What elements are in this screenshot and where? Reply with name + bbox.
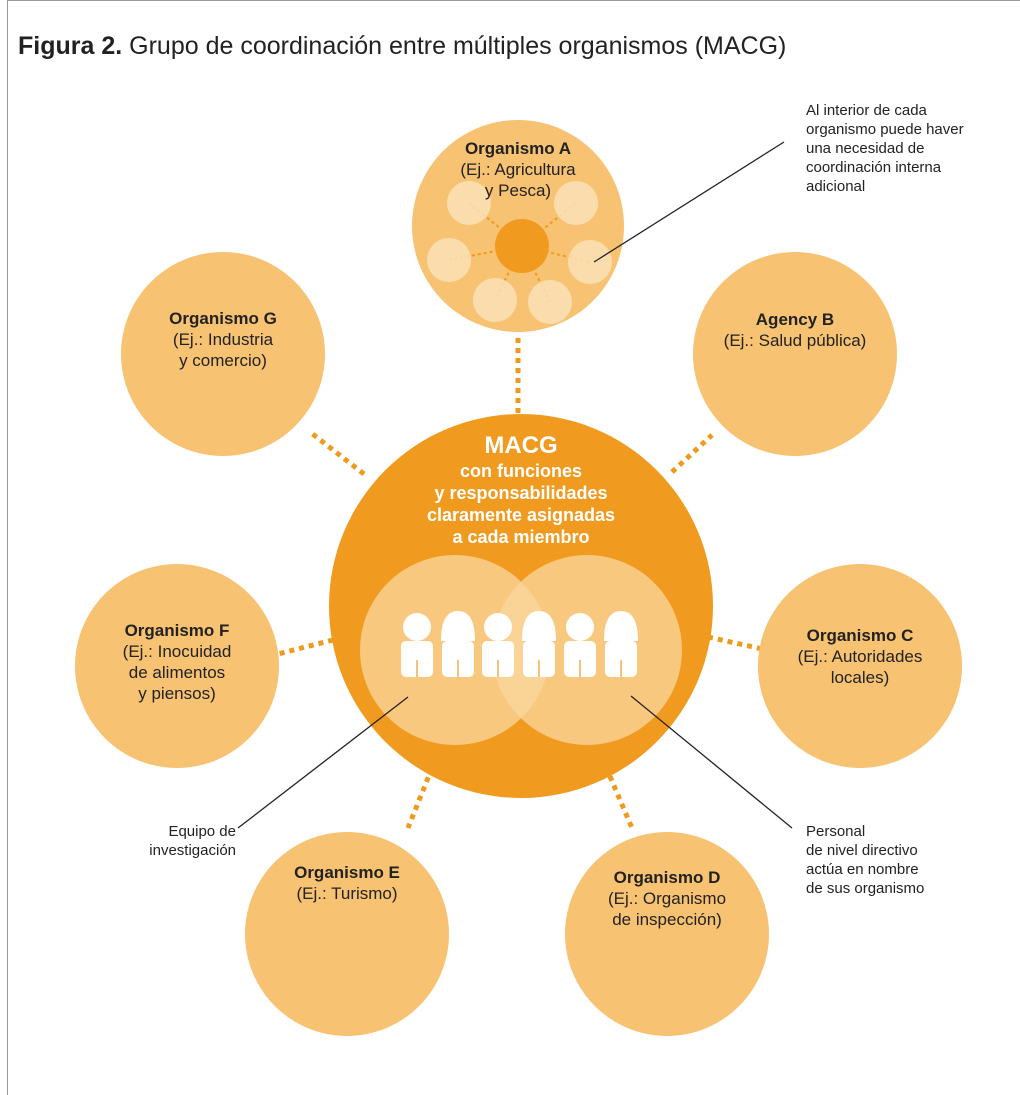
agency-a-label: Organismo A (Ej.: Agricultura y Pesca) xyxy=(418,138,618,201)
agency-circle-f xyxy=(75,564,279,768)
leader-team xyxy=(237,696,409,829)
macg-label: MACG con funciones y responsabilidades c… xyxy=(361,432,681,548)
note-investigation-team: Equipo de investigación xyxy=(149,823,236,859)
agency-f-example: (Ej.: Inocuidad de alimentos y piensos) xyxy=(122,642,232,703)
connector-g xyxy=(308,430,366,476)
agency-c-label: Organismo C (Ej.: Autoridades locales) xyxy=(760,625,960,688)
figure-label: Figura 2. xyxy=(18,32,123,60)
internal-hub xyxy=(495,219,549,273)
leader-internal xyxy=(593,141,785,263)
agency-b-name: Agency B xyxy=(755,310,835,329)
connector-e xyxy=(405,767,435,829)
macg-title: MACG xyxy=(484,432,558,459)
connector-d xyxy=(603,766,635,829)
figure-details xyxy=(416,660,622,677)
agency-g-example: (Ej.: Industria y comercio) xyxy=(172,330,274,370)
macg-subtitle: con funciones y responsabilidades claram… xyxy=(426,461,616,547)
agency-e-name: Organismo E xyxy=(294,863,400,882)
agency-circle-b xyxy=(693,252,897,456)
person-icon xyxy=(401,613,433,677)
agency-circle-c xyxy=(758,564,962,768)
agency-e-label: Organismo E (Ej.: Turismo) xyxy=(257,862,437,904)
person-icon xyxy=(482,613,514,677)
note-internal-coordination: Al interior de cada organismo puede have… xyxy=(806,102,964,195)
leader-staff xyxy=(630,695,793,829)
agency-a-name: Organismo A xyxy=(464,139,572,158)
agency-b-example: (Ej.: Salud pública) xyxy=(723,331,867,350)
figure-title-text: Grupo de coordinación entre múltiples or… xyxy=(129,32,787,60)
agency-b-label: Agency B (Ej.: Salud pública) xyxy=(695,309,895,351)
agency-circle-d xyxy=(565,832,769,1036)
person-female-icon xyxy=(522,611,556,677)
figure-title: Figura 2. Grupo de coordinación entre mú… xyxy=(18,32,786,61)
person-icon xyxy=(564,613,596,677)
person-female-icon xyxy=(604,611,638,677)
figure-frame xyxy=(7,0,1020,1095)
agency-circle-g xyxy=(121,252,325,456)
agency-g-label: Organismo G (Ej.: Industria y comercio) xyxy=(123,308,323,371)
agency-e-example: (Ej.: Turismo) xyxy=(296,884,398,903)
agency-d-label: Organismo D (Ej.: Organismo de inspecció… xyxy=(567,867,767,930)
agency-d-name: Organismo D xyxy=(613,868,721,887)
person-female-icon xyxy=(441,611,475,677)
agency-c-name: Organismo C xyxy=(806,626,914,645)
internal-coordination xyxy=(427,181,612,324)
people-icons xyxy=(401,611,638,677)
note-management-staff: Personal de nivel directivo actúa en nom… xyxy=(806,823,925,897)
connector-c xyxy=(707,634,777,655)
agency-d-example: (Ej.: Organismo de inspección) xyxy=(607,889,727,929)
leader-lines xyxy=(237,141,793,829)
agency-circle-e xyxy=(245,832,449,1036)
agency-g-name: Organismo G xyxy=(169,309,277,328)
agency-f-label: Organismo F (Ej.: Inocuidad de alimentos… xyxy=(77,620,277,704)
agency-c-example: (Ej.: Autoridades locales) xyxy=(797,647,923,687)
agency-f-name: Organismo F xyxy=(124,621,230,640)
agency-a-example: (Ej.: Agricultura y Pesca) xyxy=(460,160,576,200)
